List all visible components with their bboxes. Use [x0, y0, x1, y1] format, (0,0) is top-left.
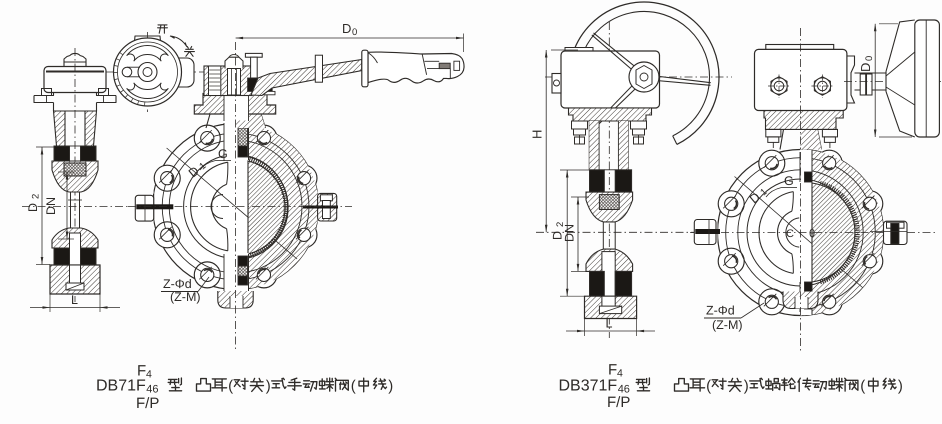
svg-text:(Z-M): (Z-M): [712, 318, 743, 332]
svg-text:(: (: [706, 378, 711, 395]
svg-text:DN: DN: [563, 224, 577, 242]
svg-text:4: 4: [617, 368, 623, 380]
svg-text:D: D: [342, 21, 351, 36]
svg-text:(Z-M): (Z-M): [170, 290, 201, 304]
svg-text:): ): [744, 378, 749, 395]
svg-text:Z-Φd: Z-Φd: [163, 277, 192, 291]
svg-text:(: (: [351, 378, 356, 395]
svg-text:2: 2: [31, 194, 42, 199]
svg-text:0: 0: [864, 56, 875, 61]
svg-text:2: 2: [555, 222, 566, 227]
svg-text:G: G: [218, 147, 228, 161]
svg-text:DB371F: DB371F: [559, 378, 618, 395]
svg-text:0: 0: [352, 27, 357, 38]
svg-text:46: 46: [618, 384, 630, 396]
svg-text:): ): [266, 378, 271, 395]
svg-text:F: F: [608, 362, 617, 379]
svg-text:(: (: [228, 378, 233, 395]
svg-text:1: 1: [758, 186, 769, 198]
svg-text:C: C: [786, 228, 794, 240]
svg-text:): ): [388, 378, 393, 395]
svg-text:D: D: [26, 203, 40, 212]
svg-text:θ: θ: [809, 228, 815, 240]
svg-text:DN: DN: [44, 197, 58, 215]
svg-text:D: D: [858, 63, 873, 72]
svg-text:4: 4: [146, 369, 152, 381]
svg-text:H: H: [530, 130, 545, 139]
svg-text:D: D: [551, 231, 565, 240]
svg-text:1: 1: [197, 160, 208, 172]
svg-text:F/P: F/P: [607, 394, 630, 411]
svg-text:F/P: F/P: [136, 395, 159, 412]
svg-text:L: L: [71, 293, 78, 307]
svg-text:DB71F: DB71F: [96, 378, 146, 395]
svg-text:L: L: [606, 317, 613, 331]
svg-text:G: G: [784, 174, 794, 188]
svg-text:46: 46: [146, 384, 158, 396]
svg-text:(: (: [860, 378, 865, 395]
svg-text:Z-Φd: Z-Φd: [706, 304, 735, 318]
svg-text:): ): [898, 378, 903, 395]
svg-text:F: F: [137, 363, 146, 380]
